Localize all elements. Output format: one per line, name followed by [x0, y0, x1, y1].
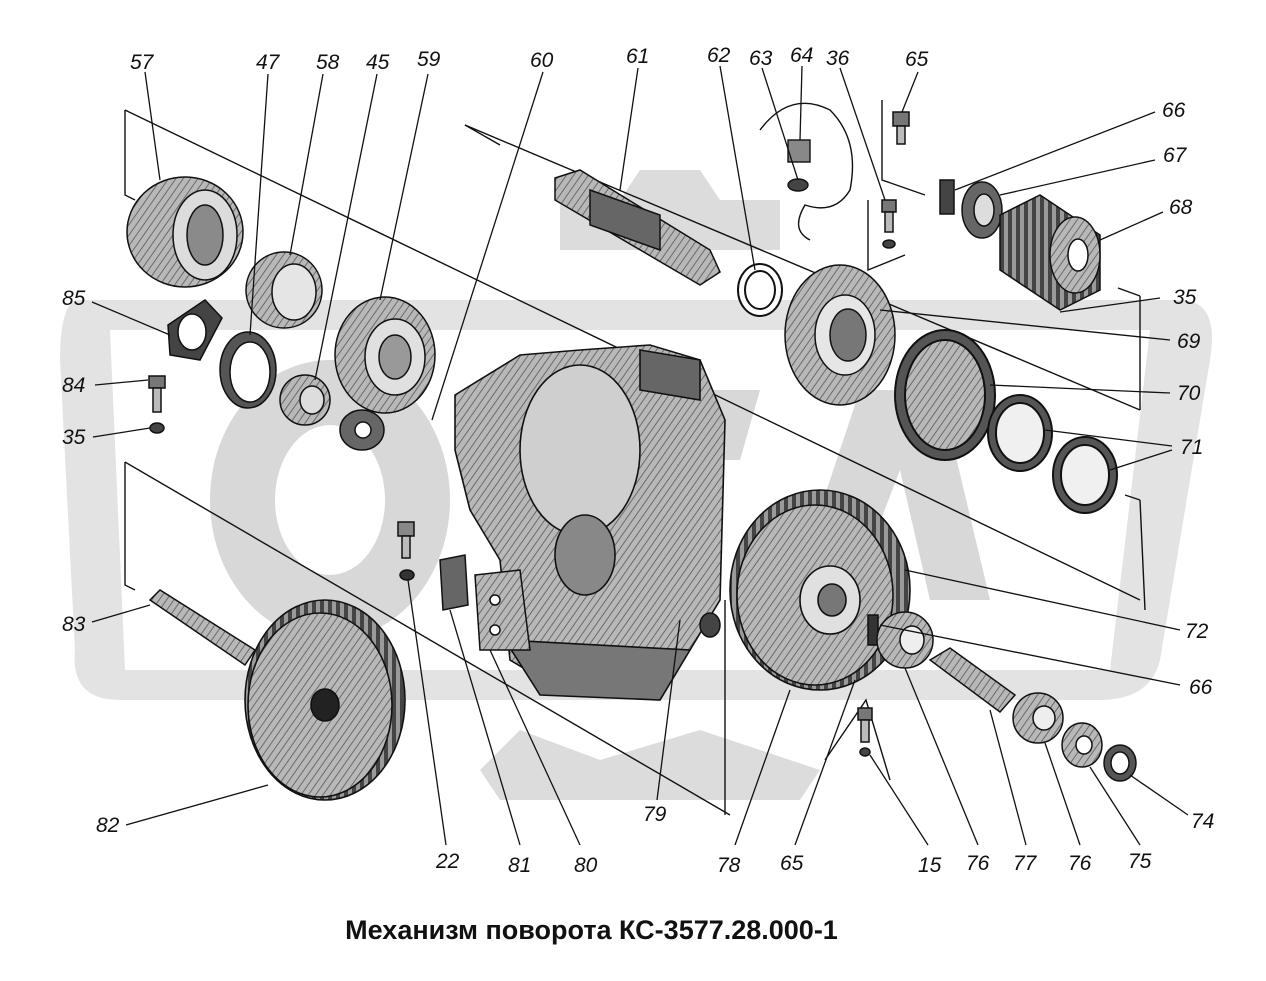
- shaft-61: [554, 169, 721, 286]
- shaft-77: [928, 647, 1017, 714]
- nut-75: [1061, 722, 1103, 768]
- plate-85: [167, 299, 223, 361]
- washer-60: [339, 409, 385, 451]
- callout-76-a: 76: [966, 852, 990, 875]
- callout-80: 80: [574, 854, 598, 877]
- callout-82: 82: [96, 814, 120, 837]
- bearing-45: [279, 374, 331, 426]
- callout-84: 84: [62, 374, 86, 397]
- bearing-58: [245, 251, 323, 329]
- callout-63: 63: [749, 47, 773, 70]
- callout-15: 15: [918, 854, 942, 877]
- diagram-caption: Механизм поворота КС-3577.28.000-1: [345, 915, 838, 945]
- callout-36: 36: [826, 47, 850, 70]
- ring-47: [219, 331, 277, 409]
- gear-78: [729, 489, 911, 691]
- key-66-lower: [867, 614, 879, 646]
- callout-71: 71: [1180, 436, 1204, 459]
- callout-81: 81: [508, 854, 532, 877]
- callout-64: 64: [790, 44, 814, 67]
- callout-35-right: 35: [1173, 286, 1197, 309]
- callout-57: 57: [130, 51, 154, 74]
- callout-66-lower: 66: [1189, 676, 1213, 699]
- callout-59: 59: [417, 48, 441, 71]
- ring-62: [737, 263, 783, 317]
- leader-lines: [91, 65, 1189, 846]
- pinion-68: [999, 194, 1101, 311]
- callout-62: 62: [707, 44, 731, 67]
- callout-72: 72: [1185, 620, 1209, 643]
- callout-78: 78: [717, 854, 741, 877]
- ring-71b: [1052, 436, 1118, 514]
- bolt-36: [881, 199, 897, 249]
- callout-60: 60: [530, 49, 554, 72]
- part-79: [699, 612, 721, 638]
- callout-76-b: 76: [1068, 852, 1092, 875]
- callout-77: 77: [1013, 852, 1037, 875]
- callout-66-top: 66: [1162, 99, 1186, 122]
- callout-22: 22: [436, 850, 460, 873]
- bolt-65-top: [892, 111, 910, 145]
- callout-74: 74: [1191, 810, 1215, 833]
- bearing-76b: [1012, 692, 1064, 744]
- bearing-57: [126, 176, 244, 288]
- callout-70: 70: [1177, 382, 1201, 405]
- plate-81: [439, 554, 469, 611]
- callout-68: 68: [1169, 196, 1193, 219]
- callout-47: 47: [256, 51, 280, 74]
- callout-61: 61: [626, 45, 650, 68]
- callout-69: 69: [1177, 330, 1201, 353]
- bolt-22: [397, 521, 415, 581]
- callout-65-lower: 65: [780, 852, 804, 875]
- callout-75: 75: [1128, 850, 1152, 873]
- ring-74: [1103, 744, 1137, 782]
- key-66-top: [939, 179, 955, 215]
- bolt-65-lower: [857, 707, 873, 757]
- ring-70: [894, 329, 996, 461]
- callout-45: 45: [366, 51, 390, 74]
- callout-79: 79: [643, 803, 667, 826]
- detail-circle-63-64: [759, 102, 854, 241]
- callout-85: 85: [62, 287, 86, 310]
- callout-35-left: 35: [62, 426, 86, 449]
- bracket-80: [474, 569, 531, 651]
- callout-65-top: 65: [905, 48, 929, 71]
- gear-82: [244, 599, 406, 801]
- ring-67: [961, 181, 1003, 239]
- callout-83: 83: [62, 613, 86, 636]
- bearing-76a: [876, 611, 934, 669]
- bearing-59: [334, 296, 436, 414]
- ring-71a: [987, 394, 1053, 472]
- flange-69: [784, 264, 896, 406]
- callout-67: 67: [1163, 144, 1187, 167]
- callout-58: 58: [316, 51, 340, 74]
